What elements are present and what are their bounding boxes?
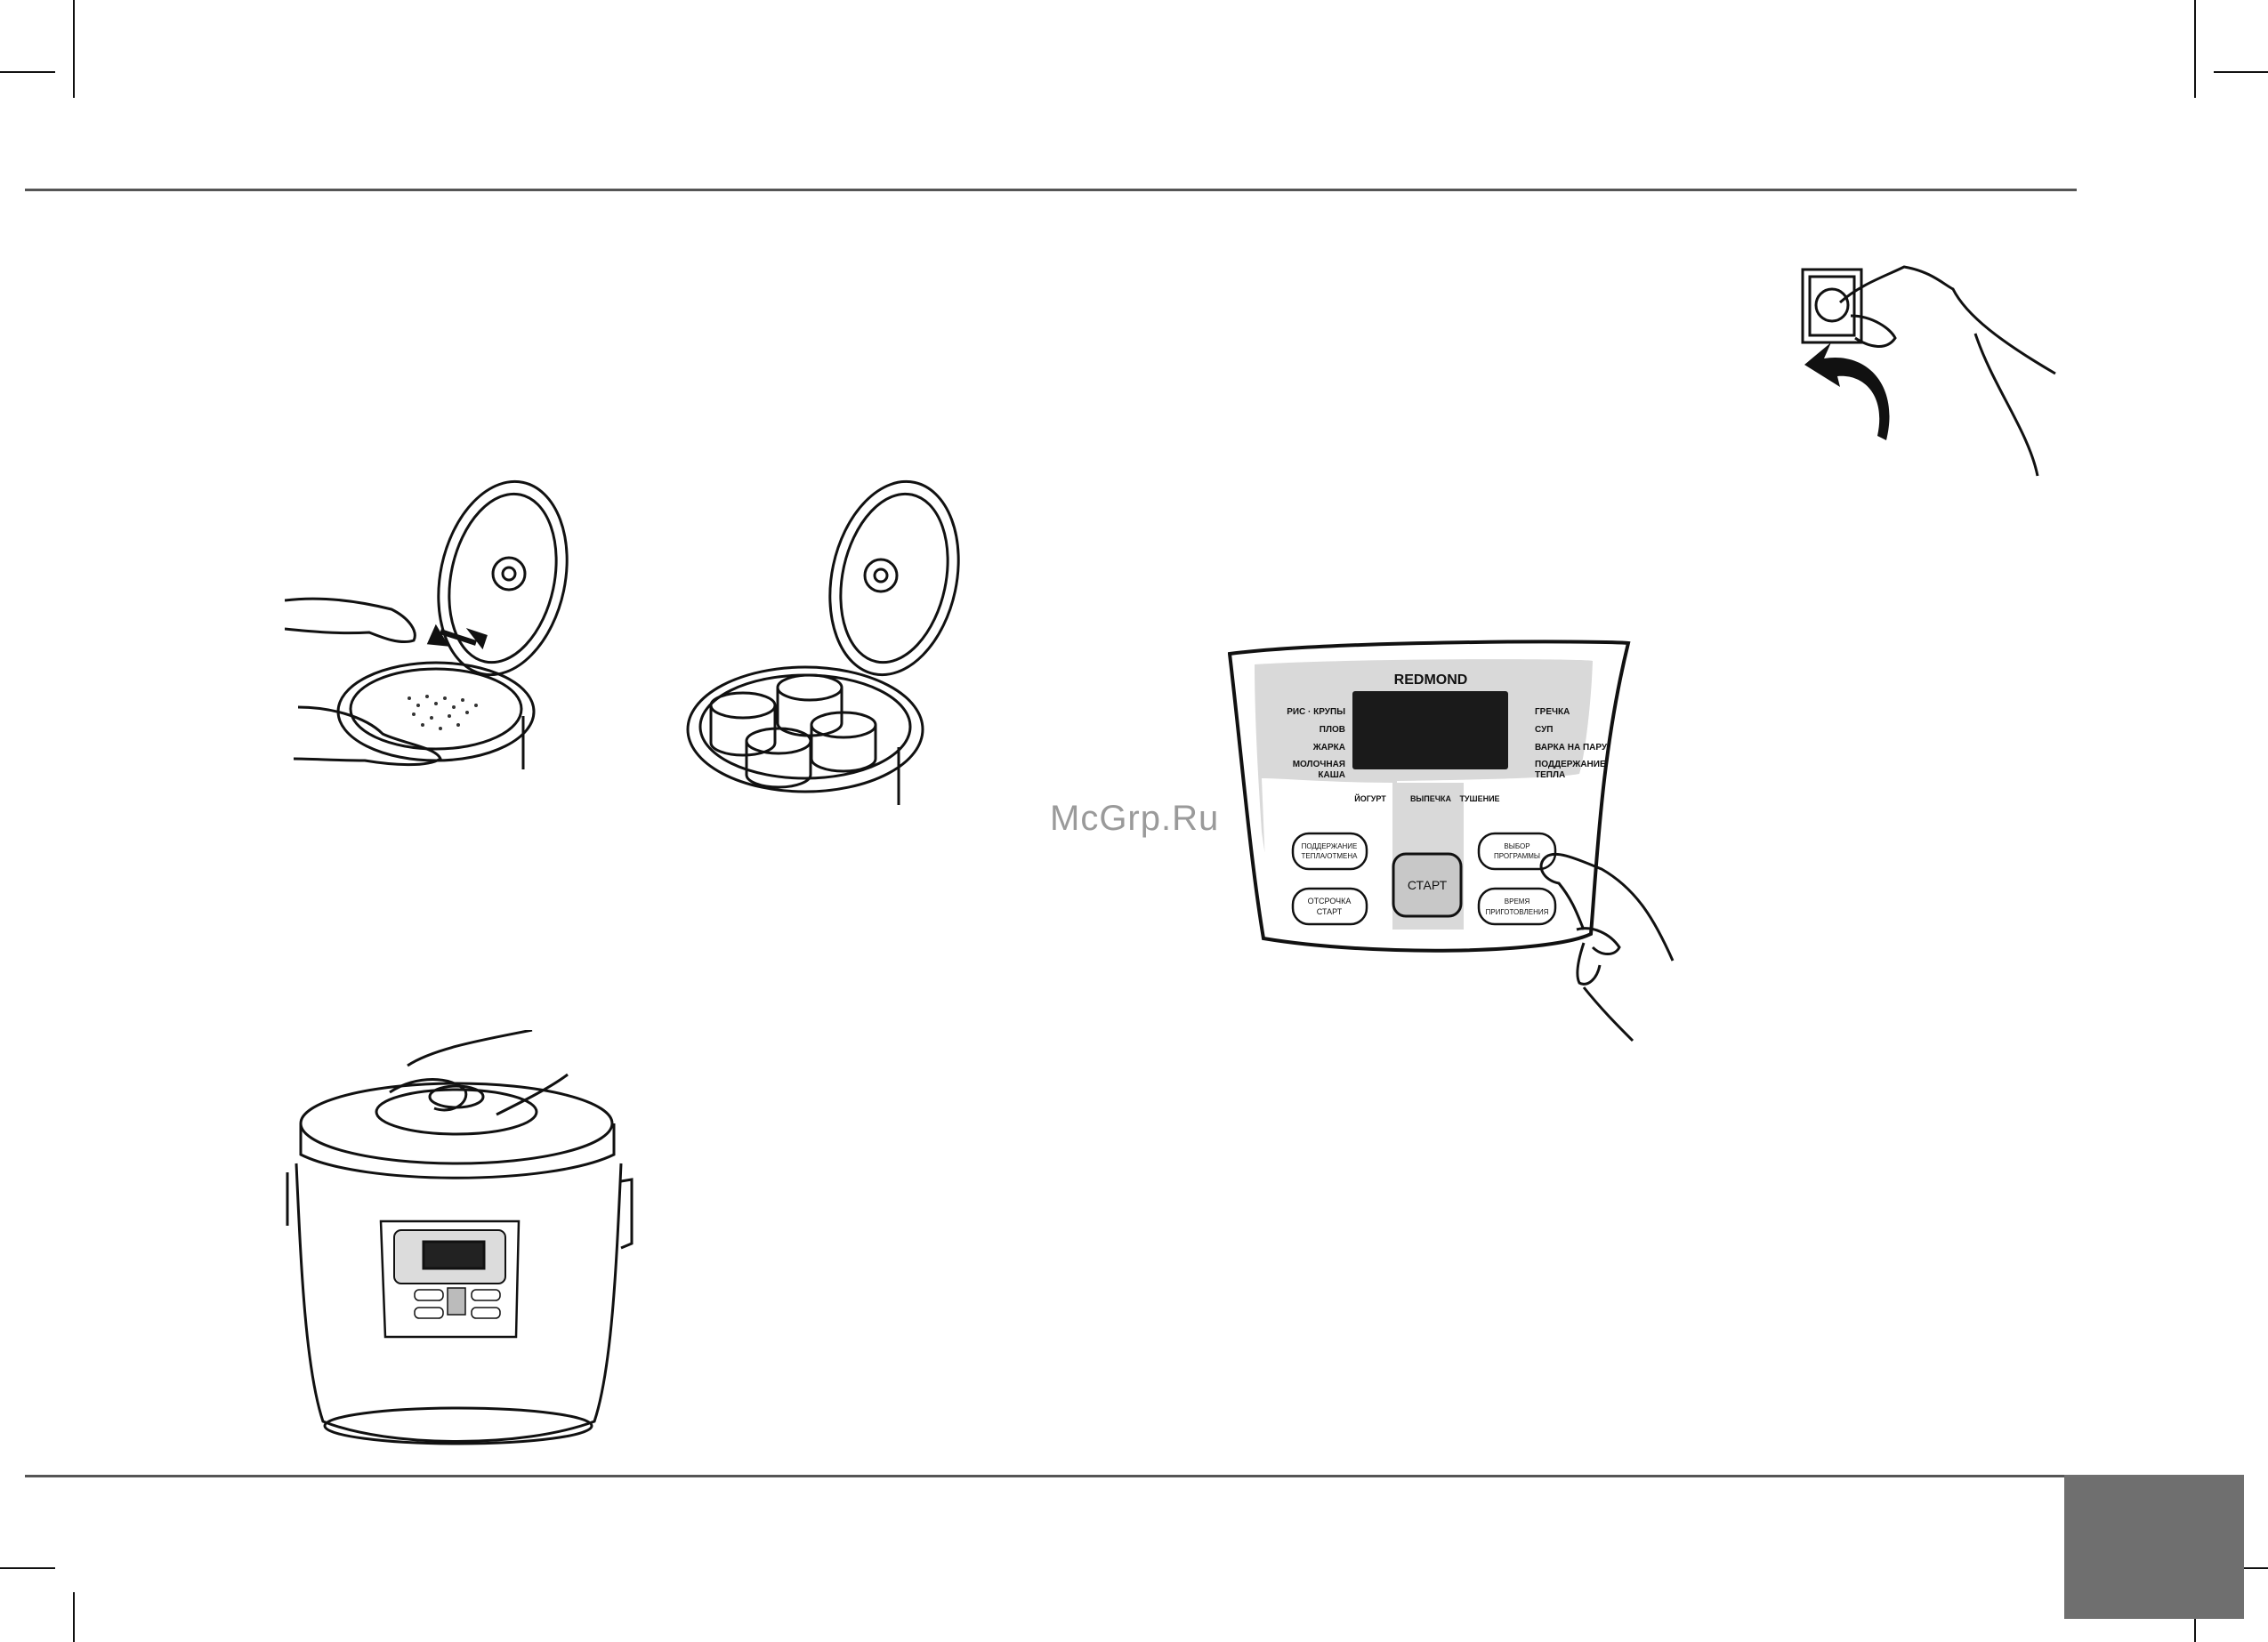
cooking-time-button[interactable]: [1479, 889, 1555, 924]
control-panel: REDMOND РИС · КРУПЫ ПЛОВ ЖАРКА МОЛОЧНАЯ …: [1228, 636, 1726, 1063]
program-label: РИС · КРУПЫ: [1287, 707, 1345, 717]
svg-text:ТЕПЛА/ОТМЕНА: ТЕПЛА/ОТМЕНА: [1301, 852, 1358, 860]
program-label: ПЛОВ: [1320, 725, 1345, 735]
program-label: ВЫПЕЧКА: [1410, 794, 1452, 803]
program-label: ГРЕЧКА: [1535, 707, 1570, 717]
svg-text:ВЫБОР: ВЫБОР: [1504, 842, 1529, 850]
svg-text:ВРЕМЯ: ВРЕМЯ: [1505, 897, 1530, 906]
footer-rule: [25, 1475, 2240, 1477]
program-label: ТЕПЛА: [1535, 770, 1565, 780]
crop-mark-bottom-left-h: [0, 1567, 55, 1569]
header-rule: [25, 189, 2077, 191]
illustration-plug-in: [1788, 254, 2073, 485]
crop-mark-top-right-v: [2194, 0, 2196, 98]
page-tab: [2064, 1475, 2244, 1619]
program-label: ЖАРКА: [1312, 743, 1345, 753]
svg-text:СТАРТ: СТАРТ: [1408, 878, 1448, 892]
program-label: ВАРКА НА ПАРУ: [1535, 743, 1608, 753]
svg-text:ПОДДЕРЖАНИЕ: ПОДДЕРЖАНИЕ: [1302, 842, 1358, 850]
delay-start-button[interactable]: [1293, 889, 1367, 924]
program-label: ЙОГУРТ: [1354, 793, 1386, 803]
illustration-close-lid: [283, 1030, 639, 1448]
program-label: ТУШЕНИЕ: [1459, 794, 1499, 803]
brand-logo: REDMOND: [1394, 672, 1468, 688]
svg-text:СТАРТ: СТАРТ: [1317, 907, 1343, 916]
crop-mark-bottom-left-v: [73, 1592, 75, 1642]
program-label: КАША: [1318, 770, 1345, 780]
program-label: СУП: [1535, 725, 1554, 735]
svg-text:ОТСРОЧКА: ОТСРОЧКА: [1308, 897, 1352, 906]
illustration-remove-bowl: [285, 476, 623, 778]
lcd-display: [1352, 691, 1508, 769]
program-label: МОЛОЧНАЯ: [1293, 760, 1345, 769]
crop-mark-top-right-h: [2214, 71, 2268, 73]
crop-mark-top-left-h: [0, 71, 55, 73]
keep-warm-cancel-button[interactable]: [1293, 833, 1367, 869]
illustration-yogurt-jars: [685, 476, 1005, 814]
program-label: ПОДДЕРЖАНИЕ: [1535, 760, 1606, 769]
watermark: McGrp.Ru: [1050, 799, 1219, 839]
svg-text:ПРИГОТОВЛЕНИЯ: ПРИГОТОВЛЕНИЯ: [1486, 908, 1549, 916]
program-select-button[interactable]: [1479, 833, 1555, 869]
svg-text:ПРОГРАММЫ: ПРОГРАММЫ: [1494, 852, 1540, 860]
crop-mark-top-left-v: [73, 0, 75, 98]
